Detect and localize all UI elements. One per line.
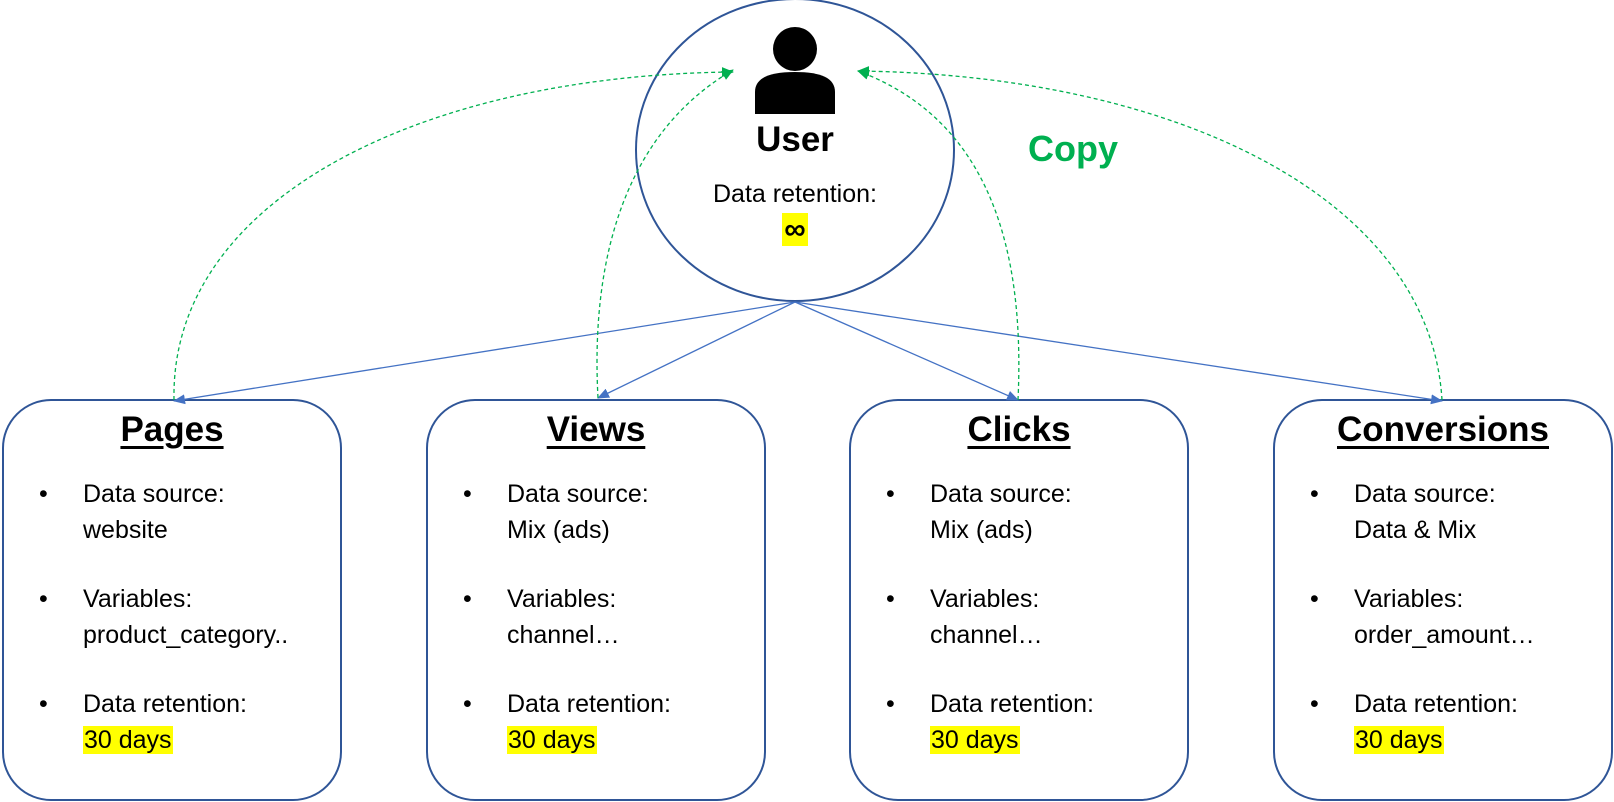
copy-label: Copy <box>1028 128 1118 169</box>
card-border-conversions <box>1273 399 1613 801</box>
list-item: • Data source: Mix (ads) <box>427 476 765 581</box>
item-label: Variables: <box>507 585 617 613</box>
list-item: • Data retention: 30 days <box>1274 686 1612 791</box>
item-label: Data retention: <box>930 690 1094 718</box>
table-card-views: Views • Data source: Mix (ads) • Variable… <box>427 400 765 800</box>
bullet-icon: • <box>1310 480 1319 508</box>
copy-arrow-pages <box>173 67 734 401</box>
item-label: Data source: <box>507 480 649 508</box>
retention-value: 30 days <box>507 726 597 754</box>
bullet-icon: • <box>39 480 48 508</box>
list-item: • Data retention: 30 days <box>3 686 341 791</box>
user-node-circle <box>635 0 955 302</box>
bullet-icon: • <box>463 690 472 718</box>
item-label: Variables: <box>83 585 193 613</box>
user-node-title: User <box>756 120 834 159</box>
list-item: • Variables: channel… <box>850 581 1188 686</box>
list-item: • Variables: channel… <box>427 581 765 686</box>
user-retention-value: ∞ <box>782 213 808 246</box>
item-label: Data source: <box>83 480 225 508</box>
bullet-icon: • <box>1310 690 1319 718</box>
item-value: product_category.. <box>83 621 289 649</box>
bullet-icon: • <box>886 690 895 718</box>
item-label: Data retention: <box>507 690 671 718</box>
bullet-icon: • <box>39 585 48 613</box>
retention-value: 30 days <box>83 726 173 754</box>
item-value: order_amount… <box>1354 621 1535 649</box>
item-value: Mix (ads) <box>507 516 610 544</box>
bullet-list: • Data source: Mix (ads) • Variables: chan… <box>850 476 1188 791</box>
list-item: • Data source: Mix (ads) <box>850 476 1188 581</box>
bullet-list: • Data source: website • Variables: produc… <box>3 476 341 791</box>
relation-arrow-pages <box>173 301 796 405</box>
list-item: • Variables: order_amount… <box>1274 581 1612 686</box>
bullet-icon: • <box>886 480 895 508</box>
card-border-views <box>426 399 766 801</box>
table-card-clicks: Clicks • Data source: Mix (ads) • Variabl… <box>850 400 1188 800</box>
relation-arrow-clicks <box>794 301 1019 401</box>
bullet-icon: • <box>886 585 895 613</box>
table-title: Pages <box>120 410 224 449</box>
item-value: Mix (ads) <box>930 516 1033 544</box>
card-border-pages <box>2 399 342 801</box>
bullet-list: • Data source: Mix (ads) • Variables: chan… <box>427 476 765 791</box>
card-border-clicks <box>849 399 1189 801</box>
relation-arrow-conversions <box>794 301 1443 405</box>
list-item: • Data source: website <box>3 476 341 581</box>
list-item: • Variables: product_category.. <box>3 581 341 686</box>
user-retention-value-wrap: ∞ <box>630 213 960 246</box>
user-retention-label: Data retention: <box>713 180 877 208</box>
item-label: Variables: <box>930 585 1040 613</box>
table-title: Clicks <box>967 410 1071 449</box>
bullet-icon: • <box>1310 585 1319 613</box>
list-item: • Data retention: 30 days <box>427 686 765 791</box>
item-value: website <box>83 516 168 544</box>
item-value: channel… <box>930 621 1043 649</box>
item-label: Data retention: <box>1354 690 1518 718</box>
table-card-pages: Pages • Data source: website • Variables:… <box>3 400 341 800</box>
table-card-conversions: Conversions • Data source: Data & Mix • V… <box>1274 400 1612 800</box>
list-item: • Data retention: 30 days <box>850 686 1188 791</box>
copy-arrow-views <box>596 69 734 399</box>
table-title: Conversions <box>1337 410 1549 449</box>
copy-arrow-conversions <box>857 66 1443 401</box>
list-item: • Data source: Data & Mix <box>1274 476 1612 581</box>
retention-value: 30 days <box>930 726 1020 754</box>
bullet-icon: • <box>463 585 472 613</box>
table-title: Views <box>546 410 646 449</box>
item-label: Variables: <box>1354 585 1464 613</box>
copy-arrow-clicks <box>857 70 1020 401</box>
bullet-icon: • <box>39 690 48 718</box>
relation-arrow-views <box>597 301 796 399</box>
item-value: channel… <box>507 621 620 649</box>
item-label: Data source: <box>930 480 1072 508</box>
item-label: Data retention: <box>83 690 247 718</box>
person-icon <box>753 26 837 116</box>
item-value: Data & Mix <box>1354 516 1477 544</box>
bullet-list: • Data source: Data & Mix • Variables: ord… <box>1274 476 1612 791</box>
retention-value: 30 days <box>1354 726 1444 754</box>
item-label: Data source: <box>1354 480 1496 508</box>
bullet-icon: • <box>463 480 472 508</box>
